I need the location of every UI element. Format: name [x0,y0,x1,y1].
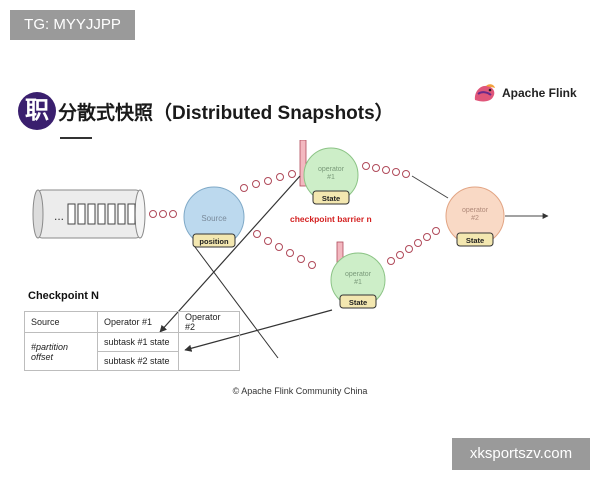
operator-bottom-label: operator#1 [345,271,372,286]
title-underline [60,137,92,139]
table-row: Source Operator #1 Operator #2 [24,311,240,333]
title-row: 职 分散式快照（Distributed Snapshots） [18,92,394,130]
watermark: xksportszv.com [452,438,590,470]
barrier-label: checkpoint barrier n [290,214,372,224]
edge-top-right [411,175,449,199]
stream-dots-source-top [240,170,296,192]
checkpoint-table: Source Operator #1 Operator #2 #partitio… [24,311,240,371]
queue-ellipsis: ... [54,209,64,223]
source-state: position [199,237,229,246]
page-title: 分散式快照（Distributed Snapshots） [58,102,394,124]
operator-right-node: operator#2 State [445,186,505,247]
operator-bottom-state: State [349,298,367,307]
table-row: #partition offset subtask #1 state [24,332,240,371]
copyright-text: © Apache Flink Community China [232,386,368,396]
tag-label: TG: MYYJJPP [10,10,135,40]
operator-top-label: operator#1 [318,166,345,181]
header-operator1: Operator #1 [97,311,179,333]
checkpoint-title: Checkpoint N [28,290,99,302]
cell-operator2-empty [178,332,240,371]
cell-partition-offset: #partition offset [24,332,98,371]
snapshot-arrow-subtask1 [159,175,301,333]
snapshot-diagram: ... Source position operator [32,140,549,359]
flink-logo: Apache Flink [472,82,577,104]
cell-subtask2: subtask #2 state [97,351,179,371]
source-label: Source [201,214,227,223]
stream-dots-source-bottom [253,230,316,269]
operator-right-state: State [466,236,484,245]
cell-subtask1: subtask #1 state [97,332,179,352]
input-queue: ... [32,189,146,239]
header-source: Source [24,311,98,333]
operator-top-node: operator#1 State [299,140,359,205]
stream-dots-top-right [362,162,410,178]
header-operator2: Operator #2 [178,311,240,333]
source-to-bottom-edge [194,246,279,359]
operator-top-state: State [322,194,340,203]
stream-dots-bottom-right [387,227,440,265]
barrier-marker-top [299,140,307,187]
flink-logo-text: Apache Flink [502,86,577,100]
seal-icon: 职 [18,92,56,130]
stream-dots-queue-source [149,210,177,218]
table-row: subtask #2 state [25,351,240,371]
source-node: Source position [183,186,245,248]
flink-squirrel-icon [474,84,495,102]
operator-right-label: operator#2 [462,207,489,222]
operator-bottom-node: operator#1 State [330,241,386,309]
